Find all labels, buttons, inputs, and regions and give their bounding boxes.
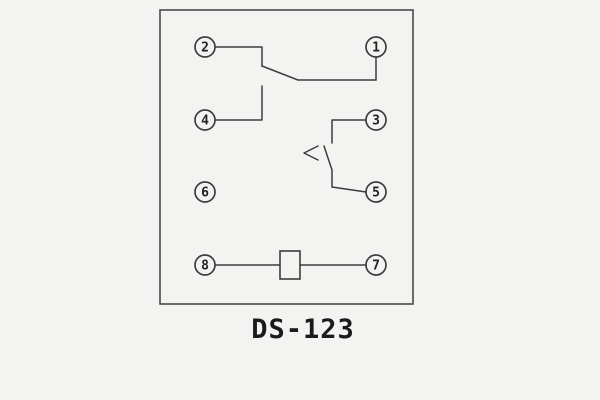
terminal-1-label: 1 xyxy=(372,41,380,56)
terminal-6-label: 6 xyxy=(201,186,209,201)
terminal-2-label: 2 xyxy=(201,41,209,56)
terminal-2-circle xyxy=(194,36,216,58)
wire-terminal-4 xyxy=(214,85,263,121)
relay-outline xyxy=(159,9,414,305)
terminal-1: 1 xyxy=(365,36,387,58)
terminal-1-circle xyxy=(365,36,387,58)
terminal-3-label: 3 xyxy=(372,114,380,129)
terminal-7: 7 xyxy=(365,254,387,276)
terminal-4: 4 xyxy=(194,109,216,131)
wire-terminal-3 xyxy=(331,119,367,144)
terminal-6: 6 xyxy=(194,181,216,203)
terminal-5-label: 5 xyxy=(372,186,380,201)
contact-blade-bottom xyxy=(323,145,333,171)
actuation-arrow-icon xyxy=(303,145,319,161)
terminal-5: 5 xyxy=(365,181,387,203)
terminal-7-circle xyxy=(365,254,387,276)
terminal-3-circle xyxy=(365,109,387,131)
terminal-2: 2 xyxy=(194,36,216,58)
terminal-7-label: 7 xyxy=(372,259,380,274)
terminal-6-circle xyxy=(194,181,216,203)
terminal-3: 3 xyxy=(365,109,387,131)
terminal-5-circle xyxy=(365,181,387,203)
terminal-4-label: 4 xyxy=(201,114,209,129)
wire-terminal-2 xyxy=(214,46,263,67)
terminal-4-circle xyxy=(194,109,216,131)
terminal-8: 8 xyxy=(194,254,216,276)
model-label: DS-123 xyxy=(251,314,355,345)
terminal-8-label: 8 xyxy=(201,259,209,274)
wire-terminal-5 xyxy=(331,169,367,193)
contact-blade-top xyxy=(261,65,377,81)
terminal-8-circle xyxy=(194,254,216,276)
coil-symbol xyxy=(279,250,301,280)
